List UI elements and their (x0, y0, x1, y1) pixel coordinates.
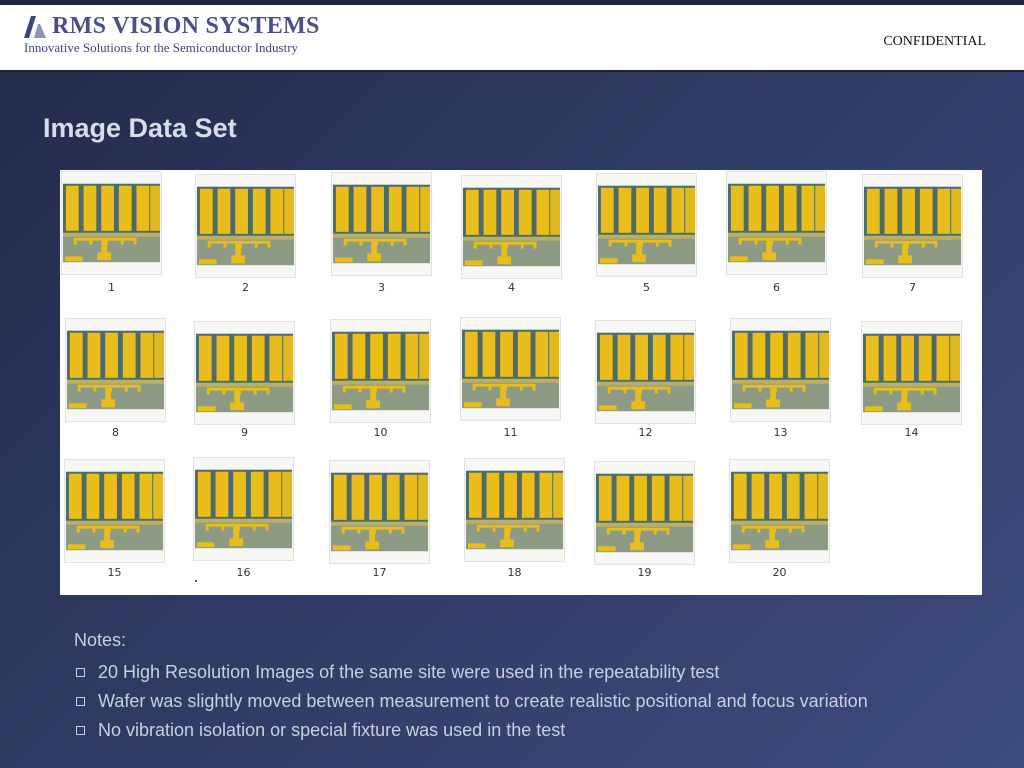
notes-title: Notes: (74, 630, 127, 650)
wafer-image-thumbnail (862, 174, 963, 278)
note-text: Wafer was slightly moved between measure… (98, 691, 868, 711)
note-text: 20 High Resolution Images of the same si… (98, 662, 720, 682)
wafer-image-thumbnail (729, 459, 830, 563)
wafer-image-thumbnail (329, 460, 430, 564)
wafer-image-thumbnail (596, 173, 697, 277)
wafer-image-thumbnail (726, 171, 827, 275)
wafer-site-image (461, 329, 560, 409)
image-number-label: 1 (108, 281, 115, 294)
square-bullet-icon (76, 726, 85, 735)
wafer-image-thumbnail (460, 317, 561, 421)
wafer-image-thumbnail (331, 172, 432, 276)
image-number-label: 19 (637, 566, 652, 579)
wafer-image-thumbnail (193, 457, 294, 561)
wafer-image-thumbnail (65, 318, 166, 422)
image-number-label: 6 (773, 281, 780, 294)
wafer-site-image (332, 184, 431, 264)
wafer-image-thumbnail (594, 461, 695, 565)
wafer-site-image (196, 186, 295, 266)
wafer-image-thumbnail (330, 319, 431, 423)
image-number-label: 20 (772, 566, 787, 579)
note-item: Wafer was slightly moved between measure… (74, 689, 868, 713)
square-bullet-icon (76, 668, 85, 677)
wafer-site-image (862, 333, 961, 413)
wafer-site-image (462, 187, 561, 267)
wafer-site-image (595, 473, 694, 553)
image-number-label: 5 (643, 281, 650, 294)
header-top-stripe (0, 0, 1024, 5)
wafer-site-image (330, 472, 429, 552)
company-logo: RMS VISION SYSTEMS (24, 13, 320, 40)
logo-mark-icon (24, 15, 46, 38)
wafer-site-image (66, 330, 165, 410)
image-number-label: 7 (909, 281, 916, 294)
note-item: 20 High Resolution Images of the same si… (74, 660, 868, 684)
wafer-site-image (596, 332, 695, 412)
image-number-label: 3 (378, 281, 385, 294)
note-item: No vibration isolation or special fixtur… (74, 718, 868, 742)
wafer-image-thumbnail (461, 175, 562, 279)
wafer-site-image (863, 186, 962, 266)
wafer-site-image (730, 471, 829, 551)
wafer-image-thumbnail (194, 321, 295, 425)
image-number-label: 18 (507, 566, 522, 579)
image-number-label: 14 (904, 426, 919, 439)
wafer-image-thumbnail (464, 458, 565, 562)
note-text: No vibration isolation or special fixtur… (98, 720, 566, 740)
wafer-site-image (62, 183, 161, 263)
wafer-site-image (195, 333, 294, 413)
wafer-image-thumbnail (730, 318, 831, 422)
image-number-label: 12 (638, 426, 653, 439)
wafer-site-image (731, 330, 830, 410)
image-number-label: 15 (107, 566, 122, 579)
wafer-site-image (331, 331, 430, 411)
wafer-image-thumbnail (595, 320, 696, 424)
wafer-image-thumbnail (861, 321, 962, 425)
image-number-label: 8 (112, 426, 119, 439)
wafer-image-thumbnail (64, 459, 165, 563)
image-number-label: 10 (373, 426, 388, 439)
header-bar: RMS VISION SYSTEMS Innovative Solutions … (0, 0, 1024, 72)
wafer-site-image (65, 471, 164, 551)
image-number-label: 4 (508, 281, 515, 294)
wafer-image-thumbnail (61, 171, 162, 275)
square-bullet-icon (76, 697, 85, 706)
wafer-image-thumbnail (195, 174, 296, 278)
wafer-site-image (597, 185, 696, 265)
confidential-label: CONFIDENTIAL (883, 34, 986, 49)
image-number-label: 17 (372, 566, 387, 579)
image-number-label: 2 (242, 281, 249, 294)
stray-mark (195, 580, 197, 582)
brand-name: RMS VISION SYSTEMS (52, 13, 320, 39)
image-number-label: 13 (773, 426, 788, 439)
image-number-label: 16 (236, 566, 251, 579)
wafer-site-image (465, 470, 564, 550)
wafer-site-image (727, 183, 826, 263)
wafer-site-image (194, 469, 293, 549)
tagline: Innovative Solutions for the Semiconduct… (24, 40, 299, 55)
slide-title: Image Data Set (43, 113, 237, 143)
image-number-label: 9 (241, 426, 248, 439)
image-number-label: 11 (503, 426, 518, 439)
notes-section: Notes: 20 High Resolution Images of the … (74, 628, 868, 747)
